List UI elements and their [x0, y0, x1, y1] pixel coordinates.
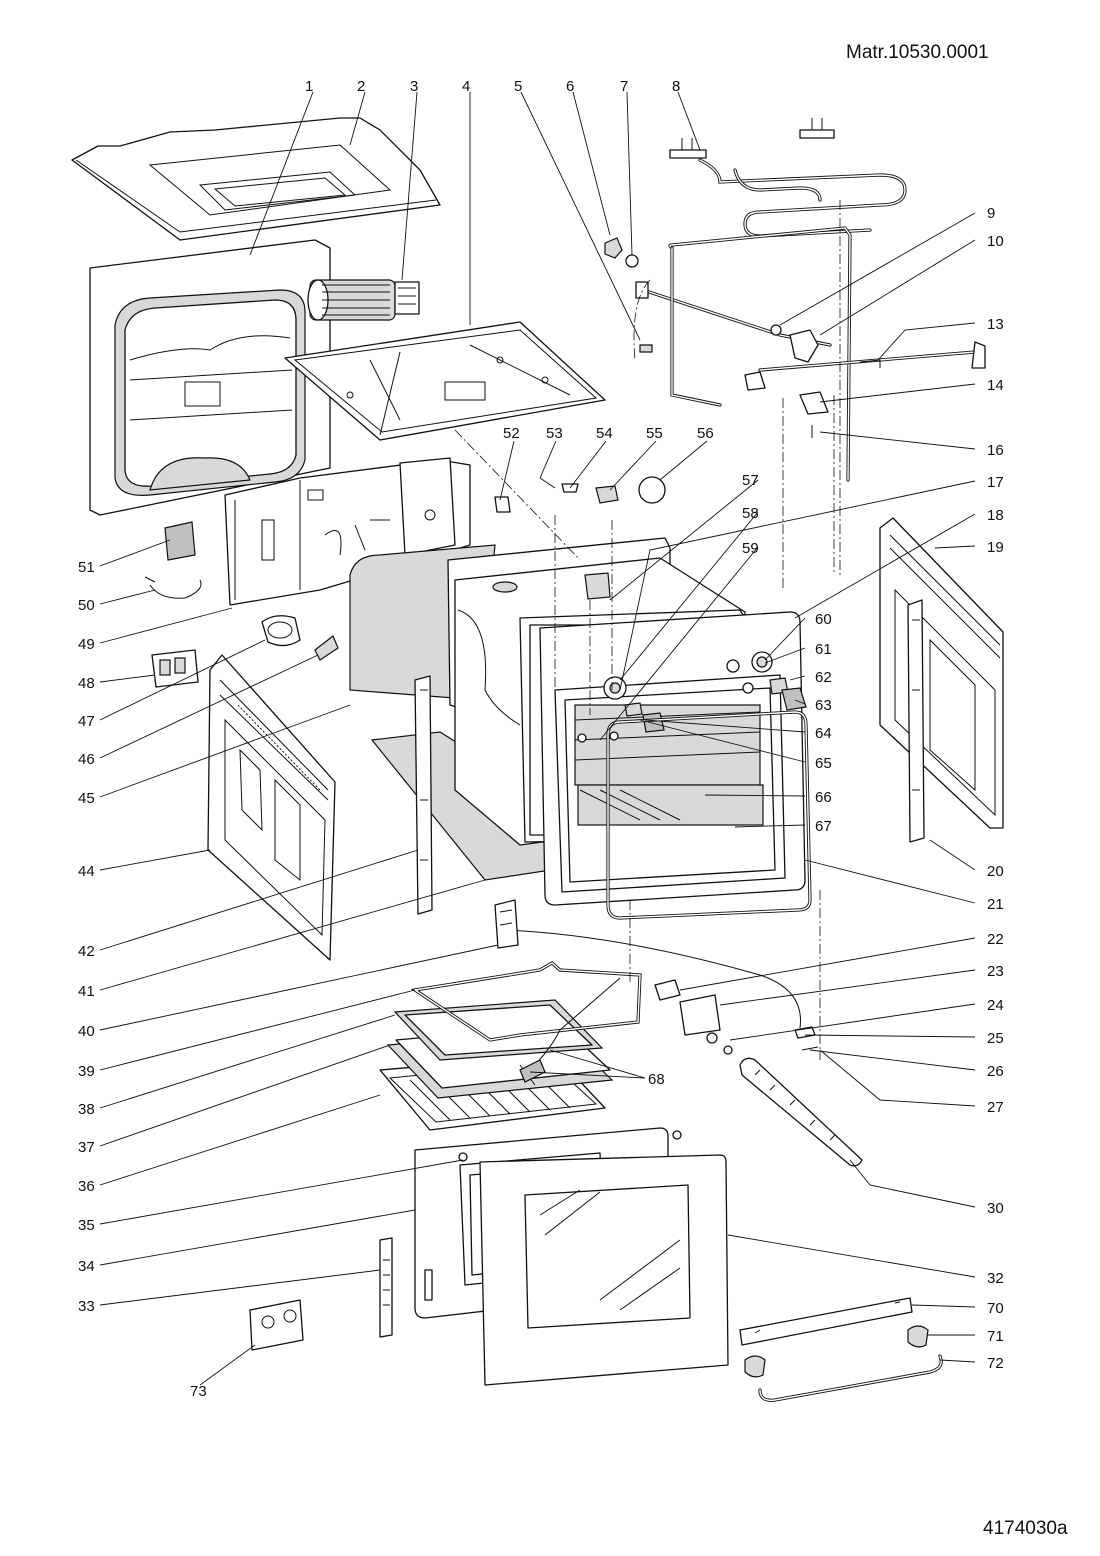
- callout-6: 6: [566, 78, 574, 95]
- part-control-back: [224, 457, 471, 606]
- part-right-side-panel: [879, 517, 1004, 843]
- material-number: Matr.10530.0001: [846, 42, 989, 63]
- callout-3: 3: [410, 78, 418, 95]
- callout-17: 17: [987, 474, 1004, 491]
- callout-50: 50: [78, 597, 95, 614]
- callout-49: 49: [78, 636, 95, 653]
- callout-13: 13: [987, 316, 1004, 333]
- part-oven-door: [414, 1127, 729, 1386]
- callout-42: 42: [78, 943, 95, 960]
- callout-22: 22: [987, 931, 1004, 948]
- part-top-cover: [71, 117, 441, 241]
- callout-14: 14: [987, 377, 1004, 394]
- callout-5: 5: [514, 78, 522, 95]
- callout-56: 56: [697, 425, 714, 442]
- callout-38: 38: [78, 1101, 95, 1118]
- callout-numbers: 1 2 3 4 5 6 7 8 9 10 13 14 16 17 18 19 2…: [78, 78, 1004, 1400]
- callout-34: 34: [78, 1258, 95, 1275]
- callout-40: 40: [78, 1023, 95, 1040]
- callout-4: 4: [462, 78, 470, 95]
- callout-19: 19: [987, 539, 1004, 556]
- part-gas-pipe: [604, 226, 986, 482]
- callout-71: 71: [987, 1328, 1004, 1345]
- leader-lines: [99, 91, 976, 1386]
- callout-25: 25: [987, 1030, 1004, 1047]
- callout-2: 2: [357, 78, 365, 95]
- callout-44: 44: [78, 863, 95, 880]
- part-oven-wire-frame: [606, 710, 812, 920]
- part-left-side-panel: [207, 654, 336, 961]
- document-number: 4174030a: [983, 1518, 1068, 1539]
- alignment-lines: [454, 200, 841, 1060]
- part-lower-burner: [504, 929, 863, 1167]
- callout-62: 62: [815, 669, 832, 686]
- callout-10: 10: [987, 233, 1004, 250]
- callout-23: 23: [987, 963, 1004, 980]
- callout-32: 32: [987, 1270, 1004, 1287]
- callout-52: 52: [503, 425, 520, 442]
- callout-65: 65: [815, 755, 832, 772]
- callout-59: 59: [742, 540, 759, 557]
- callout-51: 51: [78, 559, 95, 576]
- callout-18: 18: [987, 507, 1004, 524]
- callout-30: 30: [987, 1200, 1004, 1217]
- callout-72: 72: [987, 1355, 1004, 1372]
- callout-36: 36: [78, 1178, 95, 1195]
- callout-7: 7: [620, 78, 628, 95]
- part-fan-motor: [307, 279, 420, 321]
- part-thermostat-bracket: [494, 899, 519, 949]
- callout-37: 37: [78, 1139, 95, 1156]
- callout-68: 68: [648, 1071, 665, 1088]
- callout-26: 26: [987, 1063, 1004, 1080]
- callout-1: 1: [305, 78, 313, 95]
- callout-46: 46: [78, 751, 95, 768]
- callout-24: 24: [987, 997, 1004, 1014]
- callout-8: 8: [672, 78, 680, 95]
- callout-54: 54: [596, 425, 613, 442]
- part-knobs: [577, 651, 807, 743]
- callout-58: 58: [742, 505, 759, 522]
- part-side-rail: [414, 675, 433, 915]
- callout-41: 41: [78, 983, 95, 1000]
- callout-35: 35: [78, 1217, 95, 1234]
- callout-70: 70: [987, 1300, 1004, 1317]
- callout-55: 55: [646, 425, 663, 442]
- callout-21: 21: [987, 896, 1004, 913]
- callout-53: 53: [546, 425, 563, 442]
- callout-33: 33: [78, 1298, 95, 1315]
- part-base-plate: [284, 321, 606, 441]
- callout-60: 60: [815, 611, 832, 628]
- callout-16: 16: [987, 442, 1004, 459]
- callout-66: 66: [815, 789, 832, 806]
- callout-57: 57: [742, 472, 759, 489]
- callout-61: 61: [815, 641, 832, 658]
- callout-64: 64: [815, 725, 832, 742]
- callout-45: 45: [78, 790, 95, 807]
- part-rear-panel: [89, 239, 331, 516]
- part-door-handle: [739, 1297, 943, 1402]
- part-grill-element: [669, 118, 907, 238]
- callout-48: 48: [78, 675, 95, 692]
- callout-67: 67: [815, 818, 832, 835]
- callout-63: 63: [815, 697, 832, 714]
- callout-73: 73: [190, 1383, 207, 1400]
- callout-20: 20: [987, 863, 1004, 880]
- part-hinge: [249, 1237, 393, 1351]
- callout-9: 9: [987, 205, 995, 222]
- callout-39: 39: [78, 1063, 95, 1080]
- part-small-components: [494, 344, 666, 513]
- part-screws: [458, 1130, 682, 1162]
- callout-27: 27: [987, 1099, 1004, 1116]
- part-oven-trays: [379, 961, 642, 1131]
- callout-47: 47: [78, 713, 95, 730]
